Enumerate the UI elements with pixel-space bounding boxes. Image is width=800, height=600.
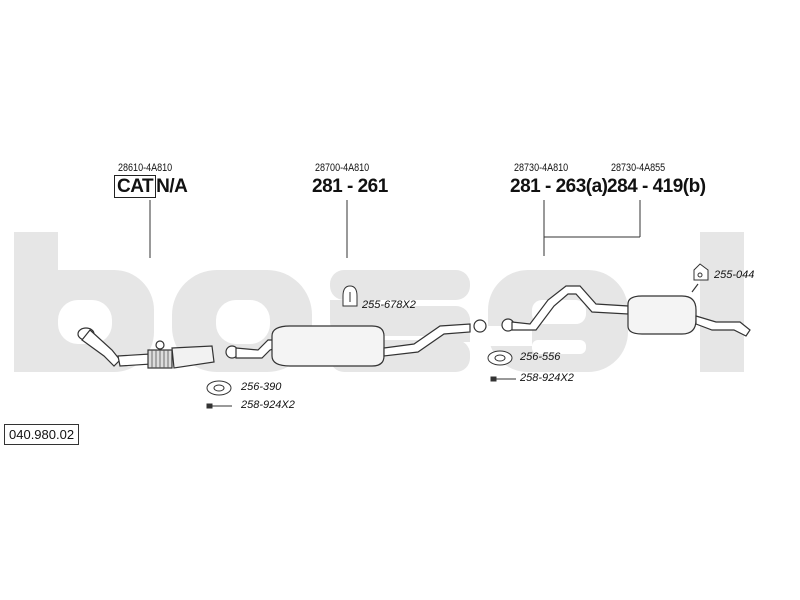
accessory-label-bolt-2: 258-924X2 — [520, 372, 574, 384]
rear-section — [501, 283, 751, 337]
accessory-label-clamp-1: 255-678X2 — [362, 299, 416, 311]
front-muffler — [225, 319, 487, 367]
cat-badge: CAT — [114, 175, 157, 198]
hanger-icon — [693, 263, 709, 281]
part-number-rear-b: 28730-4A855 — [611, 162, 666, 174]
bosal-code-rear-b: 284 - 419(b) — [607, 176, 706, 197]
bolt-icon — [206, 403, 232, 409]
clamp-icon — [342, 285, 358, 307]
gasket-icon — [487, 350, 513, 366]
accessory-label-hanger-1: 255-044 — [714, 269, 755, 281]
bosal-code-front-muffler: 281 - 261 — [312, 176, 388, 197]
bosal-code-value: N/A — [156, 176, 188, 197]
part-number-rear-a: 28730-4A810 — [514, 162, 569, 174]
accessory-label-bolt-1: 258-924X2 — [241, 399, 295, 411]
part-number-cat: 28610-4A810 — [118, 162, 173, 174]
catalytic-converter — [77, 327, 215, 369]
bosal-code-rear-a: 281 - 263(a) — [510, 176, 608, 197]
gasket-icon — [206, 380, 232, 396]
accessory-label-gasket-2: 256-556 — [520, 351, 561, 363]
part-number-front-muffler: 28700-4A810 — [315, 162, 370, 174]
bolt-icon — [490, 376, 516, 382]
reference-number: 040.980.02 — [4, 424, 80, 445]
accessory-label-gasket-1: 256-390 — [241, 381, 282, 393]
